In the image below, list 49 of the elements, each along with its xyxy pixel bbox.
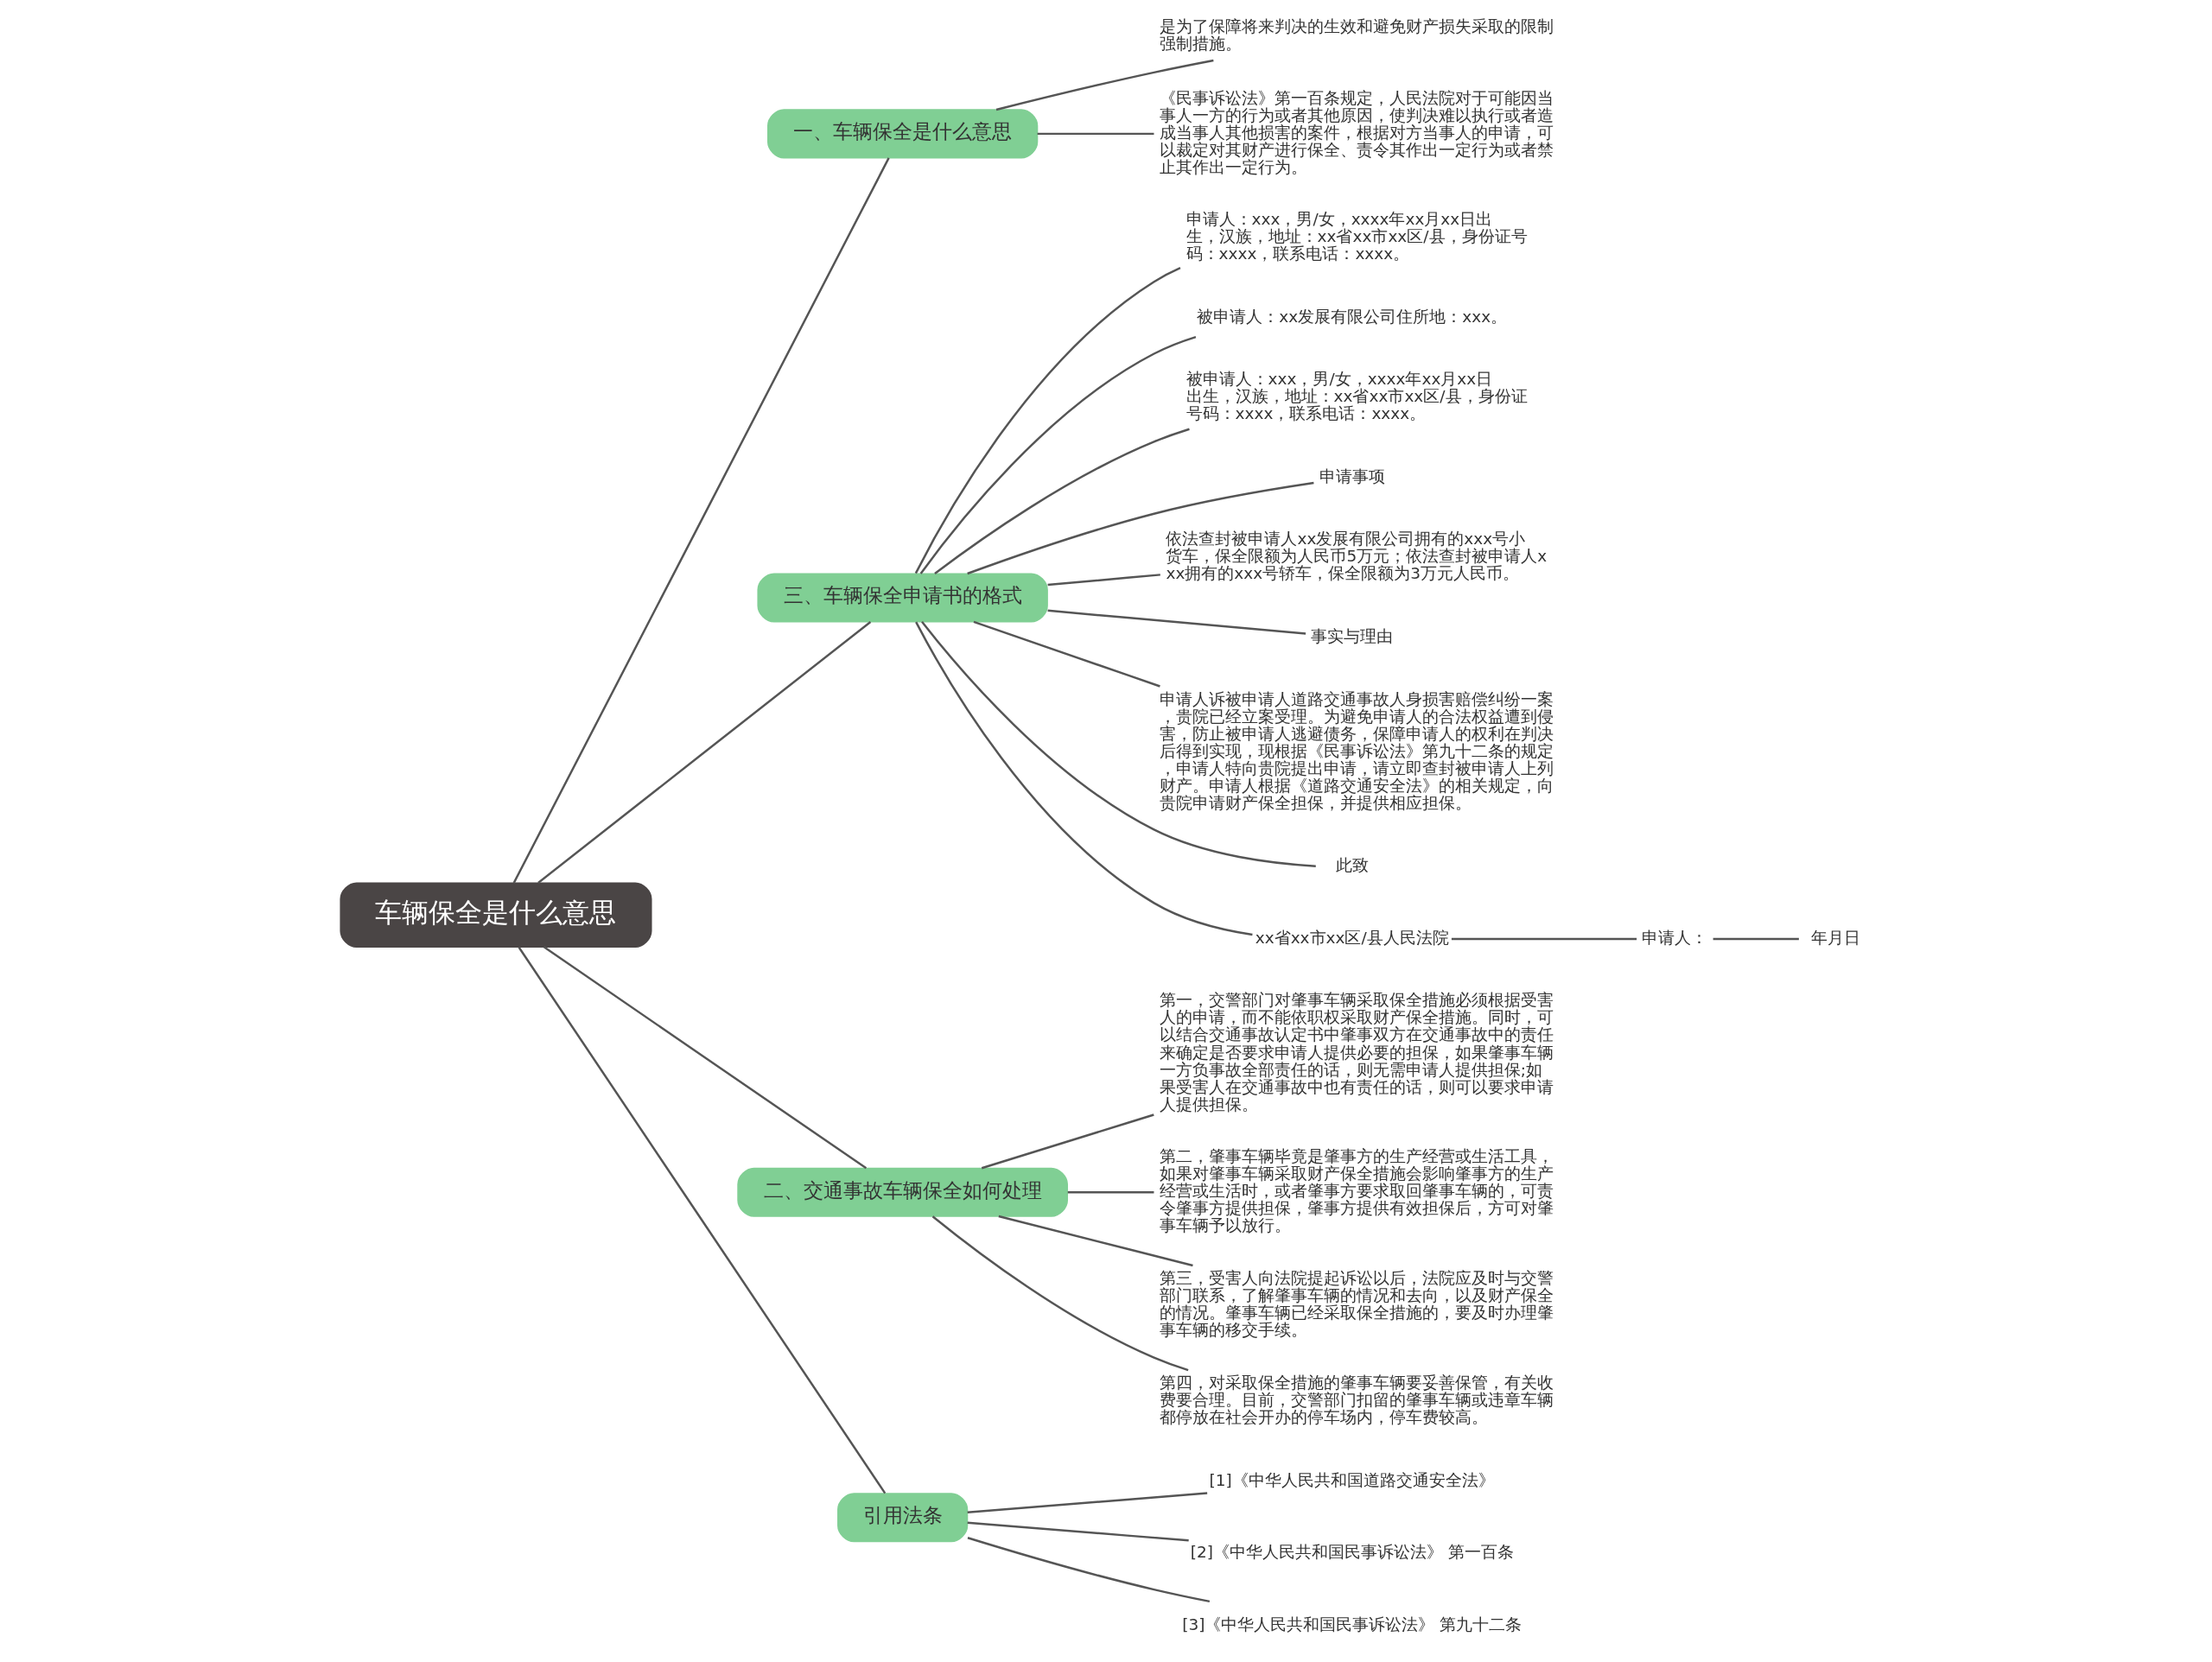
connector xyxy=(998,1215,1193,1267)
node-box: 二、交通事故车辆保全如何处理 xyxy=(737,1167,1068,1217)
node-text: [2]《中华人民共和国民事诉讼法》 第一百条 xyxy=(1190,1543,1514,1562)
node-text: 依法查封被申请人xx发展有限公司拥有的xxx号小货车，保全限额为人民币5万元；依法查封被申请人xxx拥有的xxx号轿车，保全限额为3万元人民币。 xyxy=(1166,530,1548,583)
connector xyxy=(934,428,1190,574)
connector xyxy=(512,157,890,884)
node-text: 年月日 xyxy=(1810,928,1860,947)
node-text: 是为了保障将来判决的生效和避免财产损失采取的限制强制措施。 xyxy=(1159,16,1554,54)
connector xyxy=(1047,609,1306,635)
connector xyxy=(1451,937,1637,941)
connector xyxy=(981,1113,1154,1170)
connector xyxy=(931,1215,1189,1372)
connector xyxy=(543,946,868,1170)
connector xyxy=(967,481,1314,575)
node-box: 引用法条 xyxy=(837,1493,969,1543)
connector xyxy=(967,1537,1211,1603)
connector xyxy=(914,267,1181,574)
node-text: [3]《中华人民共和国民事诉讼法》 第九十二条 xyxy=(1182,1614,1522,1633)
connector xyxy=(1713,937,1799,941)
node-text: 申请人：xxx，男/女，xxxx年xx月xx日出生，汉族，地址：xx省xx市xx区/县，身份证号码：xxxx，联系电话：xxxx。 xyxy=(1185,209,1528,263)
node-text: 第二，肇事车辆毕竟是肇事方的生产经营或生活工具，如果对肇事车辆采取财产保全措施会影响肇事方的生产经营或生活时，或者肇事方要求取回肇事车辆的，可责令肇事方提供担保，肇事方提供有效担保后，方可对肇事车辆予以放行。 xyxy=(1159,1146,1554,1235)
node-text: 第三，受害人向法院提起诉讼以后，法院应及时与交警部门联系，了解肇事车辆的情况和去向，以及财产保全的情况。肇事车辆已经采取保全措施的，要及时办理肇事车辆的移交手续。 xyxy=(1159,1269,1554,1340)
node-text: [1]《中华人民共和国道路交通安全法》 xyxy=(1209,1470,1495,1489)
node-text: 事实与理由 xyxy=(1311,627,1394,646)
node-text: 此致 xyxy=(1335,856,1369,875)
connector xyxy=(915,621,1253,936)
node-text: 申请人诉被申请人道路交通事故人身损害赔偿纠纷一案，贵院已经立案受理。为避免申请人的合法权益遭到侵害，防止被申请人逃避债务，保障申请人的权利在判决后得到实现，现根据《民事诉讼法》第九十二条的规定，申请人特向贵院提出申请，请立即查封被申请人上列财产。申请人根据《道路交通安全法》的相关规定，向贵院申请财产保全担保，并提供相应担保。 xyxy=(1159,689,1554,812)
connector xyxy=(973,620,1160,688)
node-text: 申请人： xyxy=(1642,928,1708,947)
node-text: 申请事项 xyxy=(1319,466,1385,485)
node-text: 第一，交警部门对肇事车辆采取保全措施必须根据受害人的申请，而不能依职权采取财产保全措施。同时，可以结合交通事故认定书中肇事双方在交通事故中的责任来确定是否要求申请人提供必要的担保，如果肇事车辆一方负事故全部责任的话，则无需申请人提供担保;如果受害人在交通事故中也有责任的话，则可以要求申请人提供担保。 xyxy=(1159,991,1554,1113)
node-text: 第四，对采取保全措施的肇事车辆要妥善保管，有关收费要合理。目前，交警部门扣留的肇事车辆或违章车辆都停放在社会开办的停车场内，停车费较高。 xyxy=(1159,1373,1554,1427)
connector xyxy=(1047,574,1160,587)
node-text: 被申请人：xx发展有限公司住所地：xxx。 xyxy=(1197,307,1508,326)
node-box: 车辆保全是什么意思 xyxy=(340,882,652,948)
connector xyxy=(537,621,872,884)
node-box: 一、车辆保全是什么意思 xyxy=(767,109,1039,159)
node-text: 被申请人：xxx，男/女，xxxx年xx月xx日出生，汉族，地址：xx省xx市xx区/县，身份证号码：xxxx，联系电话：xxxx。 xyxy=(1185,370,1528,423)
node-text: 《民事诉讼法》第一百条规定，人民法院对于可能因当事人一方的行为或者其他原因，使判决难以执行或者造成当事人其他损害的案件，根据对方当事人的申请，可以裁定对其财产进行保全、责令其作出一定行为或者禁止其作出一定行为。 xyxy=(1159,88,1554,176)
connector xyxy=(919,335,1197,574)
connector xyxy=(921,620,1316,867)
connector xyxy=(995,59,1214,111)
connector xyxy=(518,947,887,1494)
connector xyxy=(967,1492,1208,1514)
connector xyxy=(967,1521,1189,1542)
connector xyxy=(1037,132,1154,136)
connector xyxy=(1067,1191,1154,1194)
node-text: xx省xx市xx区/县人民法院 xyxy=(1255,928,1449,947)
node-box: 三、车辆保全申请书的格式 xyxy=(757,573,1048,623)
